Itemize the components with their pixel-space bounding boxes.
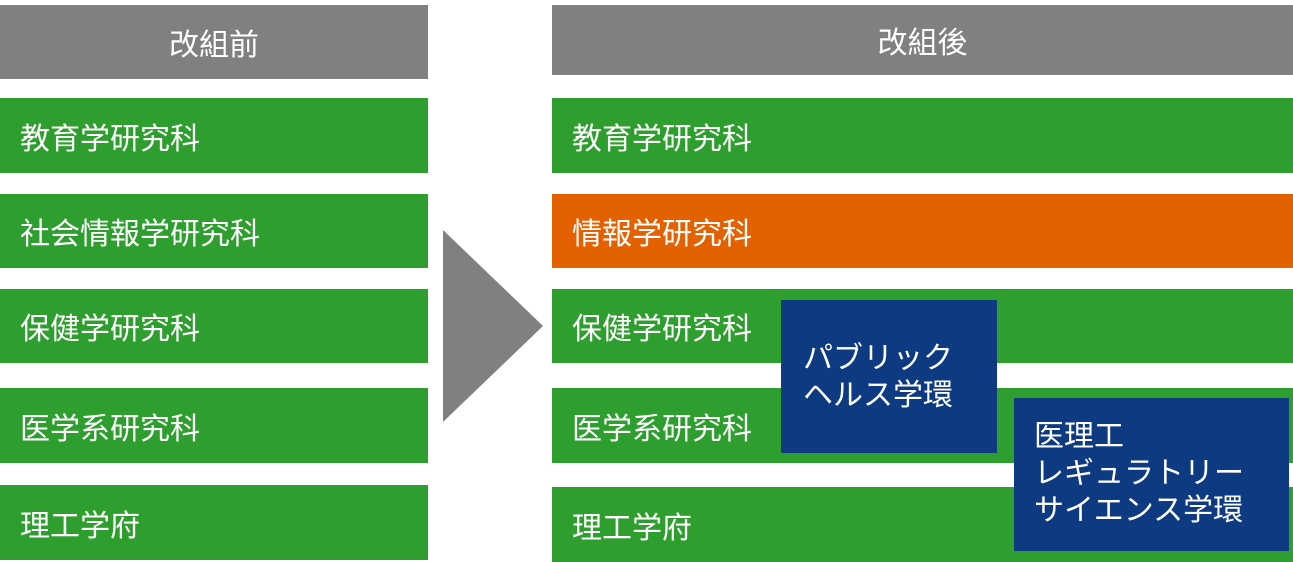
before-item-health-sciences: 保健学研究科: [0, 289, 428, 363]
after-item-label: 情報学研究科: [572, 217, 752, 252]
regulatory-science-line: 医理工: [1034, 419, 1124, 454]
before-item-science-engineering: 理工学府: [0, 485, 428, 560]
after-item-label: 保健学研究科: [572, 312, 752, 347]
before-header: 改組前: [0, 5, 428, 79]
after-item-education: 教育学研究科: [552, 98, 1293, 173]
before-item-medicine: 医学系研究科: [0, 388, 428, 463]
after-item-label: 理工学府: [572, 510, 692, 546]
before-item-education: 教育学研究科: [0, 98, 428, 173]
after-item-label: 医学系研究科: [572, 411, 752, 447]
before-item-label: 教育学研究科: [20, 121, 200, 157]
before-item-label: 医学系研究科: [20, 411, 200, 447]
after-header: 改組後: [552, 5, 1293, 75]
before-item-label: 理工学府: [20, 508, 140, 544]
after-item-label: 教育学研究科: [572, 121, 752, 157]
regulatory-science-box: 医理工 レギュラトリー サイエンス学環: [1014, 398, 1289, 551]
regulatory-science-line: レギュラトリー: [1034, 456, 1244, 491]
regulatory-science-line: サイエンス学環: [1034, 493, 1244, 528]
before-item-social-informatics: 社会情報学研究科: [0, 194, 428, 268]
public-health-line: パブリック: [803, 341, 953, 376]
arrow-right-icon: [443, 230, 543, 422]
before-item-label: 保健学研究科: [20, 312, 200, 347]
after-header-label: 改組後: [877, 26, 968, 61]
after-item-informatics: 情報学研究科: [552, 194, 1293, 268]
before-item-label: 社会情報学研究科: [20, 217, 260, 252]
before-header-label: 改組前: [169, 28, 259, 63]
public-health-line: ヘルス学環: [803, 378, 953, 413]
public-health-box: パブリック ヘルス学環: [781, 300, 997, 453]
